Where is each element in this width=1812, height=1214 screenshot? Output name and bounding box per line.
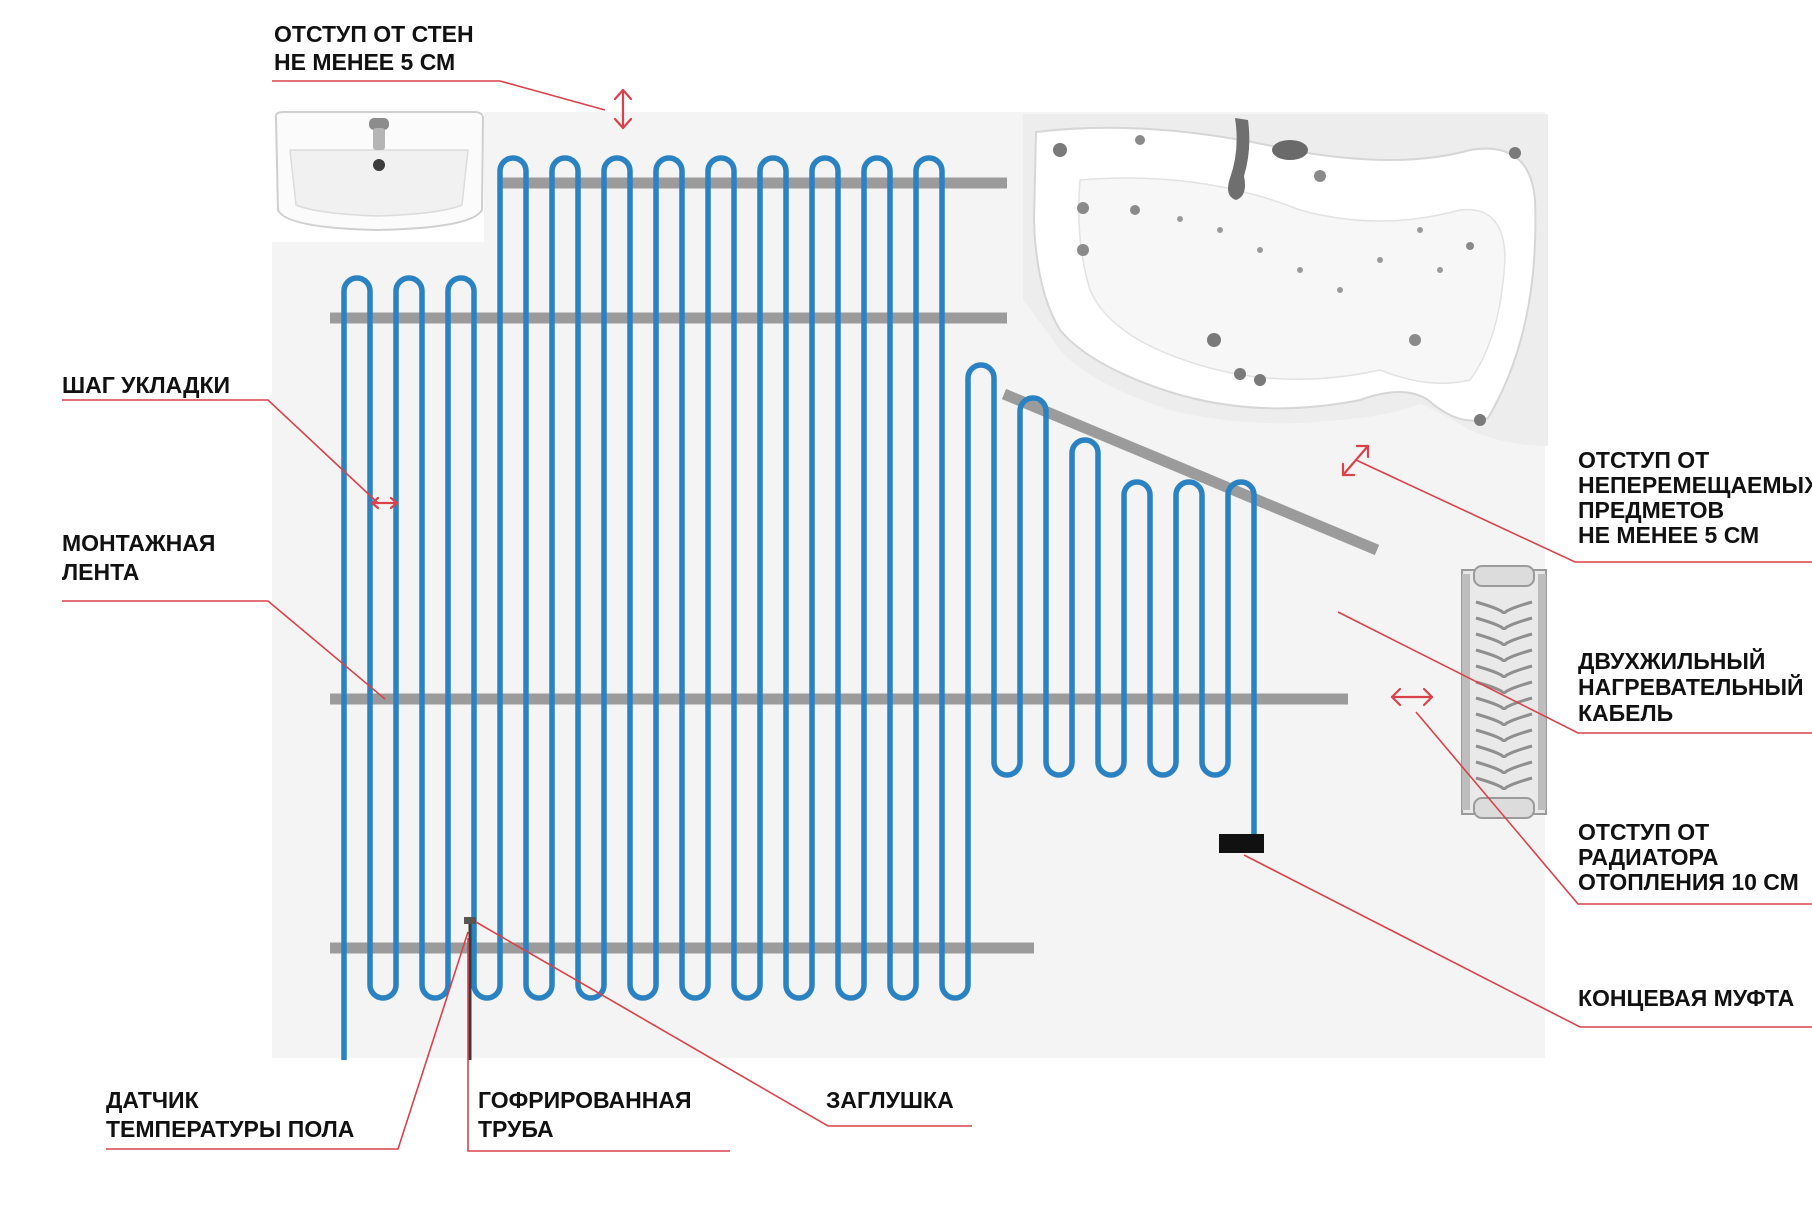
label-line: ТРУБА — [478, 1116, 554, 1142]
label-line: НЕ МЕНЕЕ 5 СМ — [1578, 522, 1759, 548]
end-sleeve — [1219, 834, 1264, 853]
radiator-fin — [1475, 760, 1533, 775]
label-line: ЛЕНТА — [62, 559, 139, 585]
fixed-objects-arrow — [1341, 444, 1370, 477]
label-line: ДВУХЖИЛЬНЫЙ — [1578, 647, 1765, 674]
leader-corrugated-tube — [467, 938, 730, 1152]
leader-cable — [1337, 611, 1812, 734]
label-line: ШАГ УКЛАДКИ — [62, 372, 230, 398]
label-line: МОНТАЖНАЯ — [62, 530, 215, 556]
label-line: ТЕМПЕРАТУРЫ ПОЛА — [106, 1116, 354, 1142]
radiator-fin — [1475, 600, 1533, 615]
dimension-arrows — [370, 88, 1434, 707]
leader-radiator — [1415, 711, 1812, 905]
label-line: ОТСТУП ОТ СТЕН — [274, 21, 474, 47]
floor-sensor — [464, 917, 476, 1060]
leader-lines — [62, 80, 1812, 1152]
laying-step-arrow — [370, 496, 399, 510]
label-line: ПРЕДМЕТОВ — [1578, 497, 1724, 523]
radiator-fin — [1475, 728, 1533, 743]
radiator-offset-arrow — [1390, 687, 1434, 707]
label-line: КАБЕЛЬ — [1578, 700, 1673, 726]
radiator-fin — [1475, 664, 1533, 679]
bathtub-icon — [1023, 114, 1548, 446]
label-line: ОТСТУП ОТ — [1578, 819, 1709, 845]
leader-mounting-tape — [62, 600, 386, 700]
label-line: ОТСТУП ОТ — [1578, 447, 1709, 473]
mounting-tape-diagonal — [1001, 388, 1380, 556]
label-line: ОТОПЛЕНИЯ 10 СМ — [1578, 869, 1799, 895]
leader-laying-step — [62, 399, 379, 504]
radiator-fin — [1475, 648, 1533, 663]
radiator-fin — [1475, 776, 1533, 791]
label-line: КОНЦЕВАЯ МУФТА — [1578, 985, 1794, 1011]
tube-plug — [464, 917, 476, 924]
leader-floor-sensor — [106, 931, 469, 1150]
label-floor-sensor: ДАТЧИК ТЕМПЕРАТУРЫ ПОЛА — [106, 1087, 354, 1142]
radiator-icon — [1461, 565, 1547, 819]
label-laying-step: ШАГ УКЛАДКИ — [62, 372, 230, 398]
sink-icon — [272, 110, 485, 242]
label-line: НЕ МЕНЕЕ 5 СМ — [274, 49, 455, 75]
label-line: РАДИАТОРА — [1578, 844, 1718, 870]
label-line: ДАТЧИК — [106, 1087, 200, 1113]
radiator-fin — [1475, 616, 1533, 631]
radiator-fin — [1475, 712, 1533, 727]
label-corrugated-tube: ГОФРИРОВАННАЯ ТРУБА — [478, 1087, 692, 1142]
heating-cable — [341, 155, 1257, 1060]
leader-fixed-objects — [1355, 459, 1812, 563]
label-line: ЗАГЛУШКА — [826, 1087, 954, 1113]
label-line: НАГРЕВАТЕЛЬНЫЙ — [1578, 673, 1804, 700]
label-plug: ЗАГЛУШКА — [826, 1087, 954, 1113]
label-line: ГОФРИРОВАННАЯ — [478, 1087, 692, 1113]
label-mounting-tape: МОНТАЖНАЯ ЛЕНТА — [62, 530, 215, 585]
radiator-fin — [1475, 632, 1533, 647]
radiator-fin — [1475, 680, 1533, 695]
wall-offset-arrow — [613, 88, 633, 130]
label-end-sleeve: КОНЦЕВАЯ МУФТА — [1578, 985, 1794, 1011]
leader-plug — [475, 921, 972, 1127]
leader-end-sleeve — [1243, 854, 1812, 1028]
label-line: НЕПЕРЕМЕЩАЕМЫХ — [1578, 472, 1812, 498]
leader-wall-offset — [272, 80, 606, 111]
radiator-fin — [1475, 744, 1533, 759]
